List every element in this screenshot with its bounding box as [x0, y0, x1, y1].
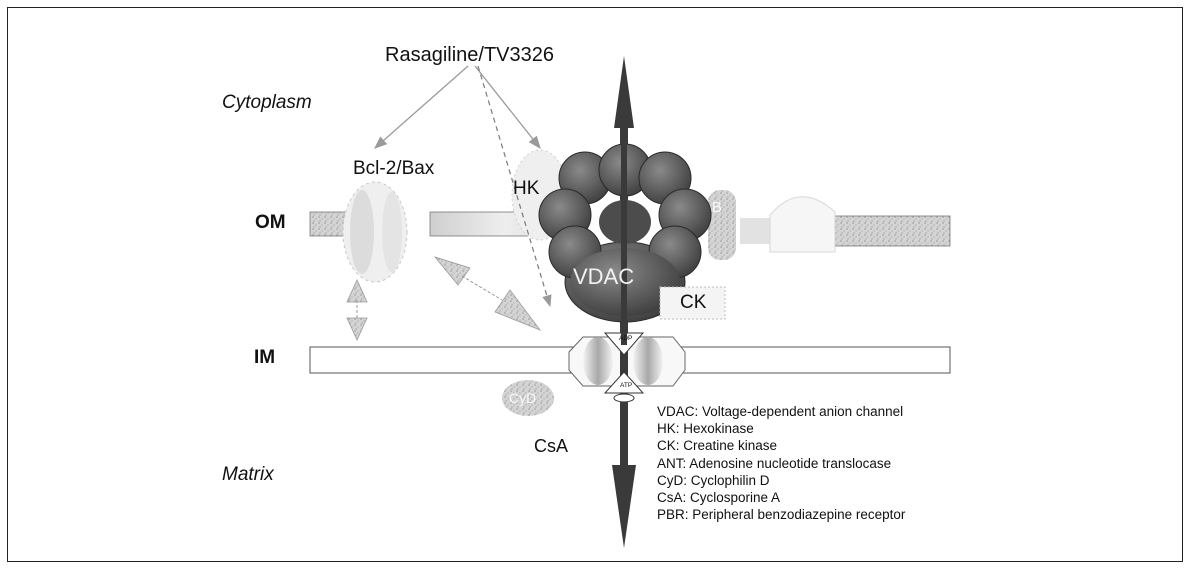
atp-oval [613, 393, 635, 403]
pbr-protein [708, 190, 736, 260]
legend: VDAC: Voltage-dependent anion channel HK… [657, 403, 905, 523]
legend-item: CyD: Cyclophilin D [657, 472, 770, 488]
outer-membrane-left [309, 211, 349, 237]
adp-label: ADP [619, 335, 633, 342]
legend-item: CK: Creatine kinase [657, 438, 778, 454]
bcl2-bax-protein [342, 181, 408, 283]
drug-title: Rasagiline/TV3326 [385, 44, 554, 66]
ck-protein [659, 286, 726, 320]
legend-item: CsA: Cyclosporine A [657, 490, 781, 506]
cytoplasm-label: Cytoplasm [222, 92, 312, 113]
atp-label: ATP [620, 382, 633, 389]
dome-protein [769, 196, 836, 253]
outer-membrane-right [834, 215, 951, 247]
outer-membrane-label: OM [255, 212, 286, 233]
bcl2-bax-label: Bcl-2/Bax [353, 158, 435, 179]
pbr-label: B [712, 199, 723, 216]
bcl2-im-arrow [346, 279, 368, 341]
csa-label: CsA [534, 436, 569, 456]
ck-label: CK [680, 292, 707, 313]
legend-item: HK: Hexokinase [657, 421, 754, 437]
outer-membrane-right-inner [740, 218, 770, 244]
cyd-label: CyD [509, 390, 537, 406]
legend-item: ANT: Adenosine nucleotide translocase [657, 455, 892, 471]
bcl2-ant-arrow [433, 256, 542, 331]
legend-item: VDAC: Voltage-dependent anion channel [657, 404, 904, 419]
matrix-label: Matrix [222, 464, 274, 485]
legend-item: PBR: Peripheral benzodiazepine receptor [657, 507, 906, 523]
vdac-protein [538, 130, 712, 345]
inner-membrane-label: IM [254, 347, 276, 368]
atp-triangle [603, 371, 645, 394]
cyd-protein [502, 380, 554, 416]
vdac-label: VDAC [573, 264, 635, 289]
hk-label: HK [513, 178, 540, 199]
rasagiline-arrows [374, 65, 552, 308]
